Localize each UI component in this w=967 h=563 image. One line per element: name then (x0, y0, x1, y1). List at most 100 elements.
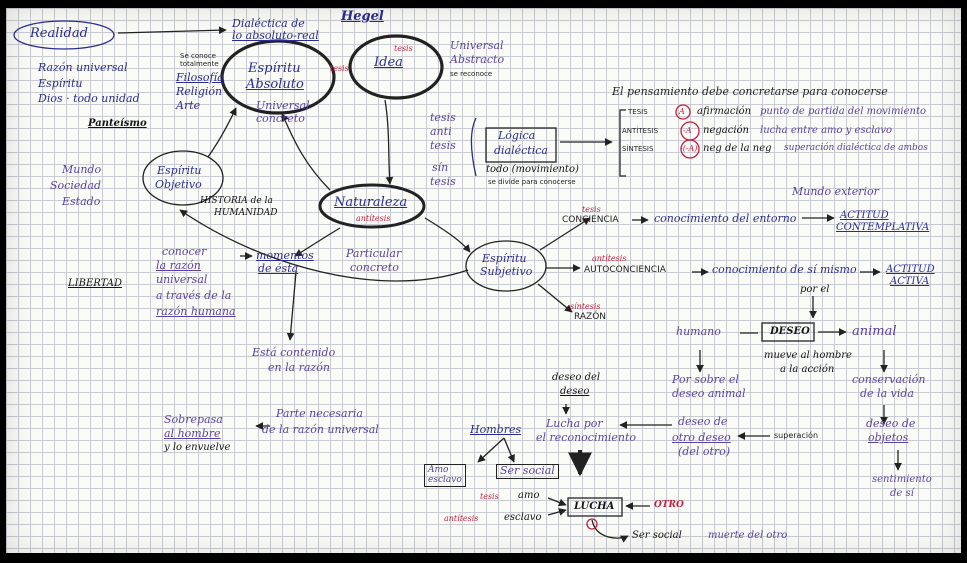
dialectica-label: Dialéctica de (232, 17, 305, 30)
conocer-label: conocer (162, 245, 207, 258)
religion-label: Religión (176, 85, 223, 98)
deseo-label: DESEO (770, 326, 810, 337)
muerte-label: muerte del otro (708, 530, 788, 541)
la-razon-label: la razón (156, 259, 201, 272)
de-la-vida-label: de la vida (860, 387, 914, 400)
sintesis-symbol: -(-A) (680, 144, 698, 153)
todo-movimiento-label: todo (movimiento) (486, 164, 579, 175)
espiritu-objetivo-1: Espíritu (157, 164, 202, 177)
autoconciencia-label: AUTOCONCIENCIA (584, 265, 666, 275)
esclavo-word: esclavo (504, 512, 542, 523)
autoconciencia-mark: antítesis (592, 254, 627, 263)
espiritu-objetivo-2: Objetivo (155, 178, 202, 191)
superacion-label: superación (774, 431, 819, 440)
conservacion-label: conservación (852, 373, 926, 386)
por-el-label: por el (800, 284, 830, 295)
razon-universal-label: Razón universal (38, 61, 128, 74)
deseo-box (761, 322, 815, 342)
esclavo-box-label: esclavo (428, 475, 462, 486)
deseo-circle (586, 518, 598, 530)
deseo-objetos-label-1: deseo de (866, 417, 916, 430)
espiritu-subjetivo-oval (465, 240, 547, 292)
negacion-label: negación (703, 125, 749, 136)
amo-word: amo (518, 490, 540, 501)
mueve-label-2: a la acción (780, 364, 835, 375)
deseo-objetos-label-2: objetos (868, 431, 909, 444)
y-lo-envuelve-label: y lo envuelve (164, 442, 231, 453)
side-mark-2: anti (430, 125, 452, 138)
universal-concreto-1: Universal (256, 99, 310, 112)
lucha-label: LUCHA (574, 501, 615, 512)
neg-neg-label: neg de la neg (703, 143, 772, 154)
ser-social-bottom-label: Ser social (632, 530, 682, 541)
espiritu-subjetivo-1: Espíritu (482, 252, 527, 265)
sintesis-label: SÍNTESIS (622, 145, 654, 153)
antitesis-label: ANTÍTESIS (622, 127, 659, 135)
lucha-amo-label: lucha entre amo y esclavo (760, 125, 893, 136)
superacion-dialectica-label: superación dialéctica de ambos (784, 143, 928, 153)
actitud-activa-2: ACTIVA (890, 276, 930, 287)
idea-label: Idea (374, 55, 403, 70)
logica-label: Lógica (498, 129, 536, 142)
libertad-label: LIBERTAD (68, 278, 122, 289)
antitesis-symbol: -A (683, 126, 692, 135)
amo-box-label: Amo (428, 465, 449, 475)
del-otro-label: (del otro) (678, 445, 731, 458)
al-hombre-label: al hombre (164, 427, 221, 440)
momentos-label: momentos (256, 249, 314, 262)
lucha-por-label: Lucha por (546, 417, 603, 430)
humano-label: humano (676, 325, 721, 338)
se-divide-label: se divide para conocerse (488, 178, 576, 186)
espiritu-absoluto-label-1: Espíritu (248, 61, 301, 76)
sociedad-label: Sociedad (50, 179, 101, 192)
amo-red-mark: tesis (480, 492, 499, 501)
deseo-del-label: deseo del (552, 372, 601, 383)
conciencia-label: CONCIENCIA (562, 215, 619, 225)
lucha-box (567, 497, 623, 517)
idea-oval (348, 34, 444, 100)
naturaleza-antitesis-mark: antítesis (356, 214, 391, 223)
conciencia-mark: tesis (582, 205, 601, 214)
por-sobre-label: Por sobre el (672, 373, 739, 386)
conocimiento-si-label: conocimiento de sí mismo (712, 263, 857, 276)
grid-paper-sheet (6, 8, 961, 553)
logica-box (485, 127, 557, 163)
de-esta-label: de ésta (258, 262, 299, 275)
tesis-symbol: A (679, 107, 685, 116)
universal-abstracto-1: Universal (450, 39, 504, 52)
universal-abstracto-2: Abstracto (450, 53, 505, 66)
afirmacion-label: afirmación (697, 106, 752, 117)
de-si-label: de sí (890, 488, 914, 499)
tesis-a-circle (675, 104, 691, 120)
mundo-exterior-label: Mundo exterior (792, 185, 879, 198)
deseo-de-label: deseo de (678, 415, 728, 428)
panteismo-label: Panteísmo (88, 118, 147, 129)
razon-humana-label: razón humana (156, 305, 236, 318)
realidad-oval (13, 20, 115, 50)
historia-label-2: HUMANIDAD (214, 208, 278, 218)
espiritu-absoluto-label-2: Absoluto (246, 77, 304, 92)
a-traves-label: a través de la (156, 289, 232, 302)
espiritu-objetivo-oval (142, 150, 224, 206)
hegel-label: Hegel (341, 9, 384, 24)
realidad-label: Realidad (30, 26, 88, 41)
particular-label: Particular (346, 247, 402, 260)
side-mark-1: tesis (430, 111, 456, 124)
esta-contenido-label: Está contenido (252, 346, 336, 359)
side-mark-4: sín (432, 161, 449, 174)
idea-tesis-mark: tesis (394, 44, 413, 53)
espiritu-absoluto-tesis-mark: tesis (330, 64, 349, 73)
parte-necesaria-label: Parte necesaria (276, 407, 363, 420)
side-mark-5: tesis (430, 175, 456, 188)
sentimiento-label: sentimiento (872, 474, 932, 485)
otro-deseo-label: otro deseo (672, 431, 731, 444)
dialectica-sub-label: lo absoluto-real (232, 29, 319, 42)
historia-label-1: HISTORIA de la (200, 196, 273, 206)
conocimiento-entorno-label: conocimiento del entorno (654, 212, 797, 225)
razon-universal-2-label: de la razón universal (262, 423, 379, 436)
actitud-contemplativa-1: ACTITUD (840, 210, 889, 221)
pensamiento-title: El pensamiento debe concretarse para con… (612, 85, 888, 98)
totalmente-label: totalmente (180, 60, 219, 68)
